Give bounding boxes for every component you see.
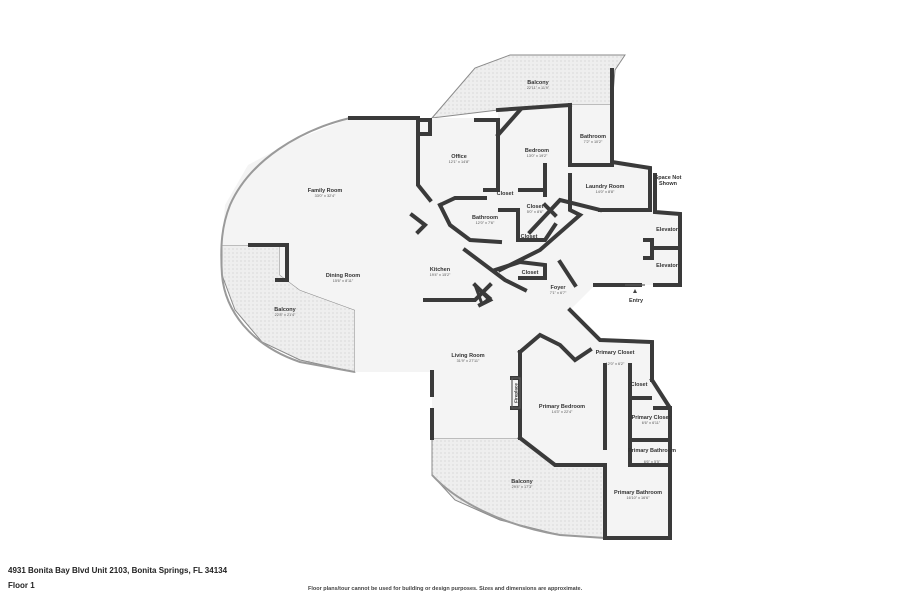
balcony-bottom-rail bbox=[431, 474, 606, 539]
balcony-bottom-dims: 29'4" x 17'3" bbox=[512, 485, 533, 489]
closet-1-label: Closet bbox=[497, 191, 514, 197]
elevator-1-label: Elevator bbox=[656, 227, 679, 233]
office-dims: 12'1" x 14'8" bbox=[449, 160, 470, 164]
entry-label: Entry bbox=[629, 298, 644, 304]
address-text: 4931 Bonita Bay Blvd Unit 2103, Bonita S… bbox=[8, 566, 228, 575]
elevator-2-label: Elevator bbox=[656, 263, 679, 269]
dining-room-label: Dining Room bbox=[326, 273, 360, 279]
floor-label: Floor 1 bbox=[8, 581, 35, 590]
balcony-left-dims: 22'8" x 21'4" bbox=[275, 313, 296, 317]
laundry-room-label: Laundry Room bbox=[586, 184, 625, 190]
balcony-left-label: Balcony bbox=[274, 307, 296, 313]
fireplace-box bbox=[511, 377, 521, 409]
entry-arrow-icon bbox=[633, 289, 637, 293]
closet-3-label: Closet bbox=[521, 234, 538, 240]
bedroom-label: Bedroom bbox=[525, 148, 549, 154]
bathroom-mid-label: Bathroom bbox=[472, 215, 498, 221]
office-label: Office bbox=[451, 154, 467, 160]
floor-area bbox=[222, 105, 680, 538]
balcony-top-dims: 22'11" x 11'9" bbox=[527, 86, 550, 90]
room-labels: Balcony 22'11" x 11'9" Bathroom 7'2" x 1… bbox=[274, 80, 681, 500]
balcony-bottom-label: Balcony bbox=[511, 479, 533, 485]
balcony-left-rail bbox=[221, 274, 356, 373]
closet-4-label: Closet bbox=[522, 270, 539, 276]
primary-closet-1-label: Primary Closet bbox=[596, 350, 635, 356]
closet-2-dims: 5'0" x 8'6" bbox=[527, 210, 544, 214]
dining-room-dims: 15'6" x 8'11" bbox=[333, 279, 354, 283]
primary-closet-1-dims: 12'0" x 6'2" bbox=[606, 362, 625, 366]
primary-bedroom-dims: 14'3" x 22'4" bbox=[552, 410, 573, 414]
primary-bathroom-dims: 16'10" x 16'6" bbox=[627, 496, 651, 500]
laundry-room-dims: 14'0" x 8'8" bbox=[596, 190, 615, 194]
living-room-dims: 31'9" x 27'11" bbox=[457, 359, 480, 363]
kitchen-dims: 19'4" x 15'2" bbox=[430, 273, 451, 277]
living-room-label: Living Room bbox=[451, 353, 484, 359]
family-room-window-wall bbox=[220, 117, 351, 276]
primary-closet-2-label: Primary Closet bbox=[632, 415, 671, 421]
bathroom-mid-dims: 12'0" x 7'6" bbox=[476, 221, 495, 225]
bathroom-top-dims: 7'2" x 10'2" bbox=[584, 140, 603, 144]
closet-5-label: Closet bbox=[631, 382, 648, 388]
disclaimer-text: Floor plans/tour cannot be used for buil… bbox=[308, 586, 583, 592]
kitchen-appliance-icon bbox=[473, 283, 493, 307]
primary-bedroom-label: Primary Bedroom bbox=[539, 404, 585, 410]
kitchen-label: Kitchen bbox=[430, 267, 451, 273]
family-room-label: Family Room bbox=[308, 188, 343, 194]
foyer-dims: 7'1" x 6'7" bbox=[550, 291, 567, 295]
foyer-label: Foyer bbox=[551, 285, 567, 291]
bathroom-top-label: Bathroom bbox=[580, 134, 606, 140]
primary-bathroom-small-label: Primary Bathroom bbox=[628, 448, 676, 454]
primary-closet-2-dims: 6'6" x 6'11" bbox=[642, 421, 661, 425]
primary-bathroom-small-dims: 6'6" x 5'5" bbox=[644, 460, 661, 464]
bedroom-dims: 13'0" x 19'2" bbox=[527, 154, 548, 158]
fireplace-label: Fireplace bbox=[514, 383, 519, 403]
balcony-top-label: Balcony bbox=[527, 80, 549, 86]
family-room-dims: 33'0" x 32'4" bbox=[315, 194, 336, 198]
closet-2-label: Closet bbox=[527, 204, 544, 210]
primary-bathroom-label: Primary Bathroom bbox=[614, 490, 662, 496]
